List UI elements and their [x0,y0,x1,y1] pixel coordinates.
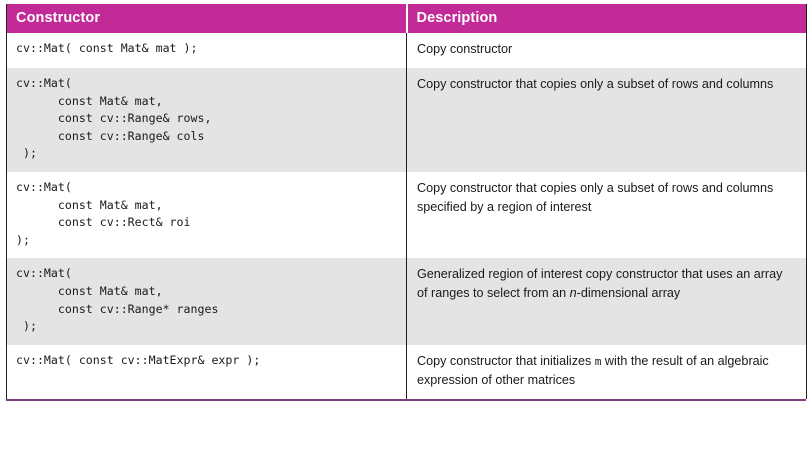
table-body: cv::Mat( const Mat& mat );Copy construct… [6,33,807,399]
column-header-description: Description [406,4,807,33]
api-table-container: Constructor Description cv::Mat( const M… [6,4,807,399]
constructor-signature: cv::Mat( const Mat& mat, const cv::Range… [16,75,212,161]
constructor-cell: cv::Mat( const Mat& mat ); [6,33,407,68]
table-row: cv::Mat( const Mat& mat, const cv::Range… [6,67,807,172]
table-row: cv::Mat( const Mat& mat ); Copy construct… [6,33,807,68]
constructor-cell: cv::Mat( const Mat& mat, const cv::Rect&… [6,171,407,259]
constructor-cell: cv::Mat( const Mat& mat, const cv::Range… [6,67,407,172]
constructor-signature: cv::Mat( const Mat& mat ); [16,41,198,55]
constructor-cell: cv::Mat( const Mat& mat, const cv::Range… [6,258,407,345]
description-text: Copy constructor that copies only a subs… [417,180,774,214]
constructor-reference-table: Constructor Description cv::Mat( const M… [6,4,807,399]
description-cell: Copy constructor [406,33,807,68]
constructor-signature: cv::Mat( const Mat& mat, const cv::Rect&… [16,179,191,247]
column-header-constructor: Constructor [6,4,408,33]
description-cell: Copy constructor that copies only a subs… [406,67,807,172]
constructor-cell: cv::Mat( const cv::MatExpr& expr ); [6,344,407,399]
constructor-signature: cv::Mat( const Mat& mat, const cv::Range… [16,266,219,334]
table-bottom-rule [6,398,806,401]
table-header-row: Constructor Description [6,4,807,33]
description-text: Copy constructor that copies only a subs… [417,76,774,91]
description-text: Generalized region of interest copy cons… [417,267,783,301]
constructor-signature: cv::Mat( const cv::MatExpr& expr ); [16,352,261,367]
description-text: Copy constructor that initializes m with… [417,353,769,387]
emphasis-text: n [569,286,577,301]
description-cell: Copy constructor that initializes m with… [406,344,807,399]
description-cell: Copy constructor that copies only a subs… [406,171,807,259]
inline-code: m [594,354,602,368]
table-row: cv::Mat( const Mat& mat, const cv::Range… [6,258,807,345]
description-text: Copy constructor [417,42,513,56]
table-header: Constructor Description [6,4,807,33]
table-row: cv::Mat( const Mat& mat, const cv::Rect&… [6,171,807,259]
description-cell: Generalized region of interest copy cons… [406,258,807,345]
table-row: cv::Mat( const cv::MatExpr& expr ); Copy … [6,344,807,399]
